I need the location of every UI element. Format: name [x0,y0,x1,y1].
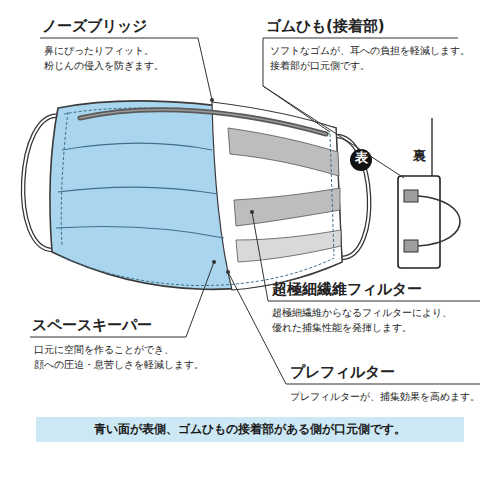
nose-bridge [80,110,326,134]
part-heading: ノーズブリッジ [42,17,147,35]
part-description-text: 口元に空間を作ることができ、 顔への圧迫・息苦しさを軽減します。 [34,343,216,372]
stitch-line [64,108,330,134]
side-label-text: 裏 [408,148,430,164]
leader-line [263,86,404,178]
bond-point [404,240,418,252]
nose-bridge [80,110,326,134]
part-heading-text: ノーズブリッジ [42,17,147,35]
part-heading: 超極細繊維フィルター [272,280,422,298]
bond-point [404,190,418,202]
pleat-line [62,143,212,150]
underline [268,300,480,301]
part-heading: プレフィルター [290,363,395,381]
part-heading: ゴムひも(接着部) [266,17,385,35]
cutaway-layer [212,102,342,290]
side-badge: 表 [350,150,372,166]
part-heading: スペースキーパー [32,316,152,334]
part-heading-text: 超極細繊維フィルター [272,280,422,298]
underline [263,37,458,38]
leader-dot [250,210,254,214]
leader-dot [210,98,214,102]
part-description: ソフトなゴムが、耳への負担を軽減します。 接着部が口元側です。 [270,44,485,73]
part-description-text: 鼻にぴったりフィット。 粉じんの侵入を防ぎます。 [44,44,176,73]
part-description-text: プレフィルターが、捕集効果を高めます。 [290,390,490,405]
part-description-text: ソフトなゴムが、耳への負担を軽減します。 接着部が口元側です。 [270,44,485,73]
underline [286,383,480,384]
part-description: プレフィルターが、捕集効果を高めます。 [290,390,490,405]
mask-body [50,101,342,289]
side-badge-text: 表 [350,150,372,166]
part-heading-text: スペースキーパー [32,316,152,334]
badge-circle [350,149,372,171]
mask-edge-detail [398,176,440,268]
leader-dot [212,260,216,264]
caption-band: 青い面が表側、ゴムひもの接着部がある側が口元側です。 [36,417,464,442]
part-description: 超極細繊維からなるフィルターにより、 優れた捕集性能を発揮します。 [272,306,468,335]
side-label: 裏 [408,148,430,164]
underline [40,37,198,38]
prefilter-layer [236,230,341,262]
caption-text: 青い面が表側、ゴムひもの接着部がある側が口元側です。 [36,417,464,442]
underline [30,336,186,337]
part-heading-text: ゴムひも(接着部) [266,17,385,35]
part-description: 鼻にぴったりフィット。 粉じんの侵入を防ぎます。 [44,44,176,73]
part-heading-text: プレフィルター [290,363,395,381]
pleat-line [58,187,218,194]
ear-loop [431,118,432,176]
part-description: 口元に空間を作ることができ、 顔への圧迫・息苦しさを軽減します。 [34,343,216,372]
leader-line [252,212,268,301]
pleat-line [56,226,224,238]
stitch-line [330,134,334,256]
stitch-line [61,112,68,246]
filter-layer [234,188,340,226]
leader-dot [226,270,230,274]
part-description-text: 超極細繊維からなるフィルターにより、 優れた捕集性能を発揮します。 [272,306,468,335]
leader-line [198,38,212,100]
leader-line [186,262,214,337]
ear-loop [418,196,460,246]
